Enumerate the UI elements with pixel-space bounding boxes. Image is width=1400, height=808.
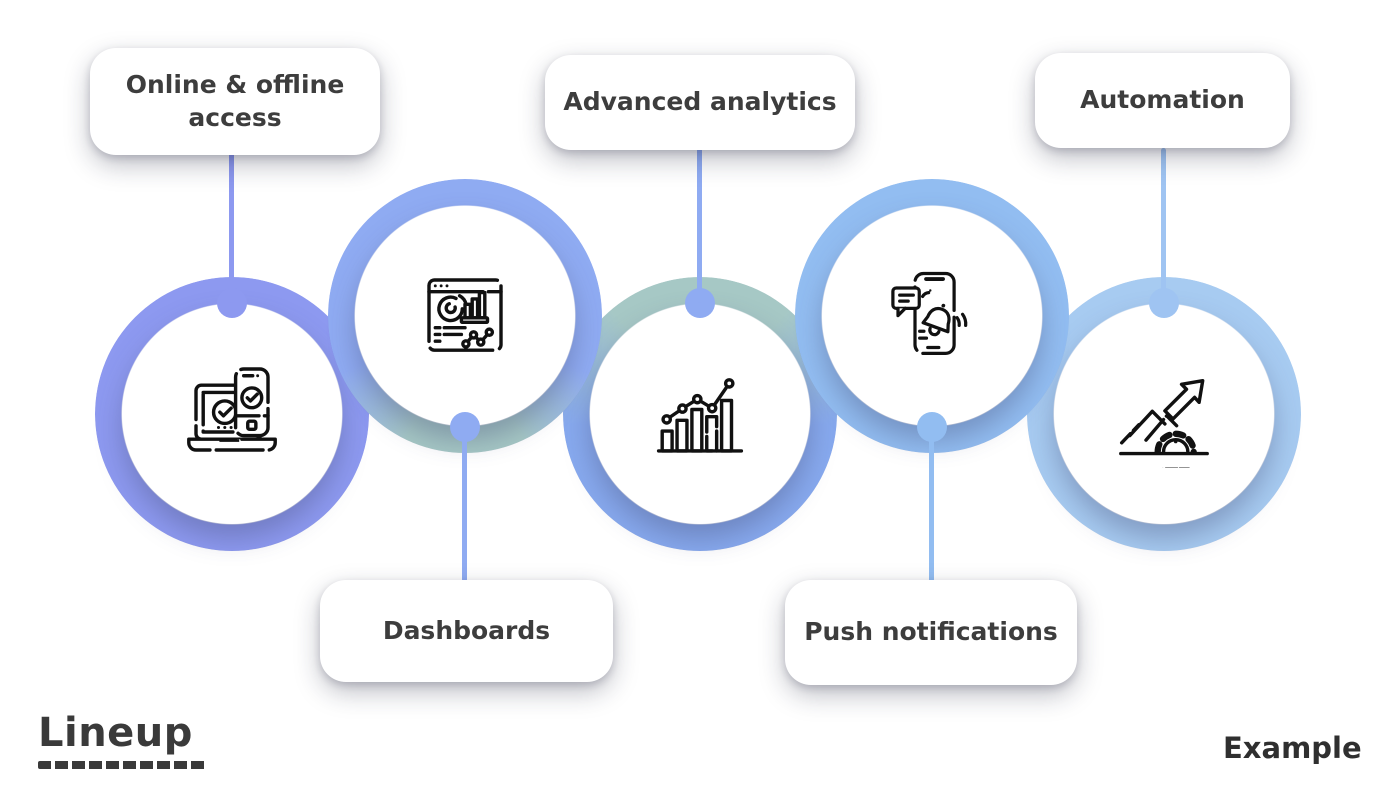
label-text: Dashboards <box>382 615 551 645</box>
feature-circle-push-notifications <box>795 179 1069 453</box>
label-text: Advanced analytics <box>563 87 837 117</box>
feature-circle-advanced-analytics <box>563 277 837 551</box>
label-card-dashboards: Dashboards <box>320 580 613 682</box>
label-text: Push notifications <box>804 617 1058 647</box>
watermark-text: Example <box>1223 731 1362 765</box>
inner-circle <box>122 304 342 524</box>
feature-circle-online-offline <box>95 277 369 551</box>
label-text: Online & offline access <box>125 70 345 132</box>
dashboard-analytics-icon <box>427 278 503 352</box>
inner-circle <box>590 304 810 524</box>
label-text: Automation <box>1080 85 1245 115</box>
inner-circle <box>1054 304 1274 524</box>
connector-line <box>929 430 934 582</box>
feature-circle-dashboards <box>328 179 602 453</box>
lineup-logo: Lineup <box>38 710 206 769</box>
feature-circle-automation <box>1027 277 1301 551</box>
label-card-online-offline-access: Online & offline access <box>90 48 380 155</box>
connector-line <box>697 148 702 303</box>
label-card-automation: Automation <box>1035 53 1290 148</box>
logo-underline <box>38 761 206 769</box>
connector-line <box>229 150 234 303</box>
label-card-advanced-analytics: Advanced analytics <box>545 55 855 150</box>
phone-notification-icon <box>891 271 968 356</box>
inner-circle <box>822 206 1042 426</box>
connector-line <box>462 430 467 582</box>
connector-line <box>1161 148 1166 303</box>
label-card-push-notifications: Push notifications <box>785 580 1077 685</box>
growth-bar-chart-icon <box>656 378 744 453</box>
inner-circle <box>355 206 575 426</box>
laptop-phone-check-icon <box>187 367 277 452</box>
gear-growth-arrow-icon <box>1115 378 1213 468</box>
logo-text: Lineup <box>38 710 193 756</box>
